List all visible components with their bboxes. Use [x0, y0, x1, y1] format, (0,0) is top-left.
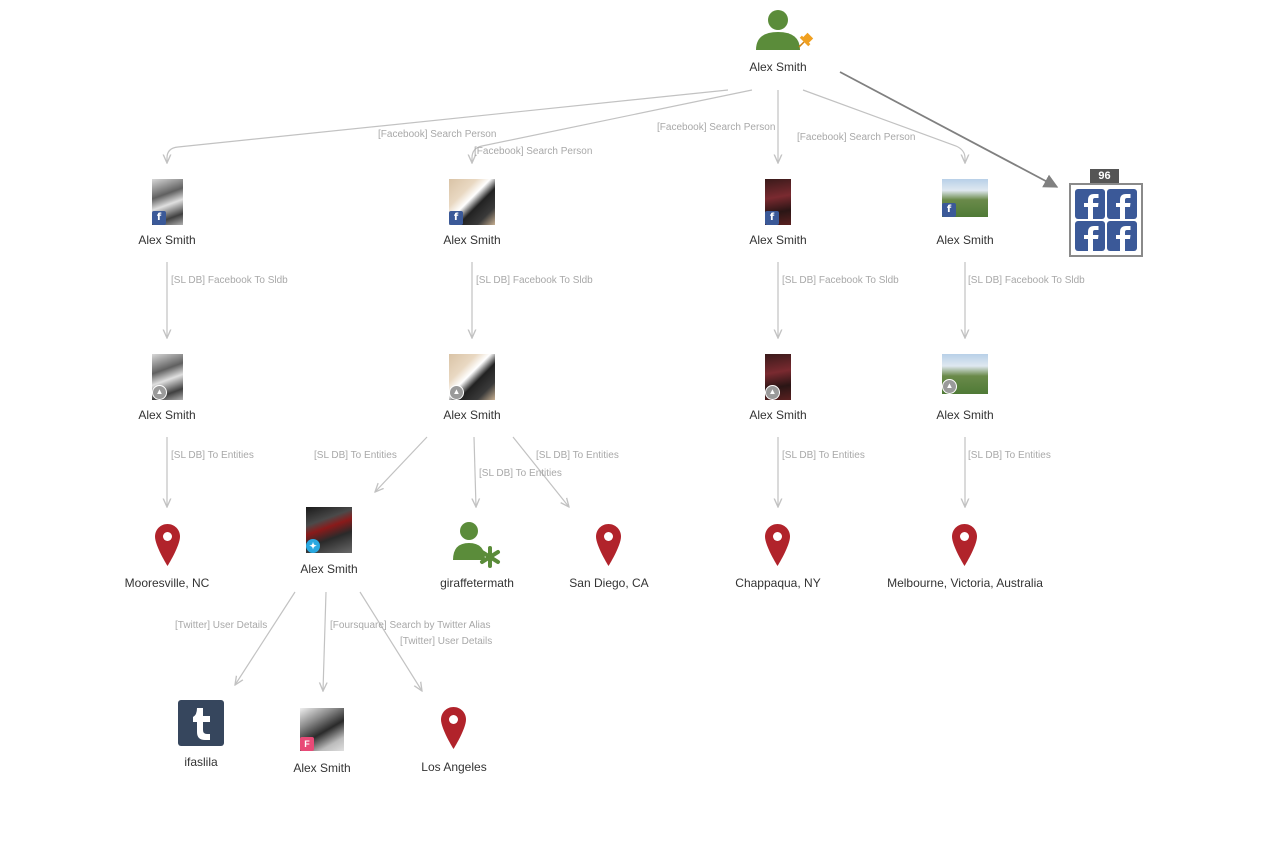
edge-tw1-fsq: [323, 591, 326, 691]
node-location-mooresville[interactable]: [155, 524, 180, 566]
node-db1-label: Alex Smith: [138, 408, 196, 422]
facebook-group-icon: [1075, 189, 1137, 251]
edge-root-fb4: [802, 89, 965, 163]
tumblr-icon: [193, 708, 210, 740]
node-db2-label: Alex Smith: [443, 408, 501, 422]
node-tumblr-label: ifaslila: [184, 755, 218, 769]
node-db3-label: Alex Smith: [749, 408, 807, 422]
node-db4-photo[interactable]: ▲: [942, 354, 988, 394]
edge-label-entities: [SL DB] To Entities: [968, 450, 1051, 461]
node-sandiego-label: San Diego, CA: [569, 576, 649, 590]
node-fb2-label: Alex Smith: [443, 233, 501, 247]
edge-tw1-tumblr: [235, 591, 296, 685]
edge-label-fb-search: [Facebook] Search Person: [474, 146, 593, 157]
edge-root-fb1: [167, 89, 729, 163]
person-pinned-icon: [756, 10, 814, 50]
edge-label-sldb: [SL DB] Facebook To Sldb: [968, 275, 1085, 286]
node-fb1-photo[interactable]: f: [152, 179, 183, 225]
sldb-badge-icon: ▲: [152, 385, 167, 400]
sldb-badge-icon: ▲: [765, 385, 780, 400]
location-pin-icon: [952, 524, 977, 566]
facebook-badge-icon: f: [942, 203, 956, 217]
edge-label-entities: [SL DB] To Entities: [171, 450, 254, 461]
person-alias-icon: [453, 522, 500, 568]
facebook-badge-icon: f: [449, 211, 463, 225]
node-fb3-photo[interactable]: f: [765, 179, 791, 225]
edge-root-fbgroup: [839, 71, 1059, 188]
edge-label-entities: [SL DB] To Entities: [314, 450, 397, 461]
node-chappaqua-label: Chappaqua, NY: [735, 576, 821, 590]
edge-label-entities: [SL DB] To Entities: [782, 450, 865, 461]
node-fsq-photo[interactable]: F: [300, 708, 344, 751]
location-pin-icon: [765, 524, 790, 566]
facebook-badge-icon: f: [152, 211, 166, 225]
node-alias-person[interactable]: [452, 520, 502, 568]
edge-label-foursquare-search: [Foursquare] Search by Twitter Alias: [330, 620, 491, 631]
twitter-badge-icon: ✦: [306, 539, 320, 553]
location-pin-icon: [596, 524, 621, 566]
node-fb4-photo[interactable]: f: [942, 179, 988, 217]
edge-label-sldb: [SL DB] Facebook To Sldb: [171, 275, 288, 286]
node-db2-photo[interactable]: ▲: [449, 354, 495, 400]
edge-label-sldb: [SL DB] Facebook To Sldb: [782, 275, 899, 286]
node-mooresville-label: Mooresville, NC: [124, 576, 210, 590]
edge-label-twitter-details: [Twitter] User Details: [400, 636, 493, 647]
node-fb3-label: Alex Smith: [749, 233, 807, 247]
node-tw1-label: Alex Smith: [300, 562, 358, 576]
edge-root-fb2: [472, 89, 753, 163]
location-pin-icon: [155, 524, 180, 566]
edge-label-fb-search: [Facebook] Search Person: [378, 129, 497, 140]
node-fb2-photo[interactable]: f: [449, 179, 495, 225]
edge-db2-alias: [474, 436, 476, 507]
node-fb1-label: Alex Smith: [138, 233, 196, 247]
edge-label-twitter-details: [Twitter] User Details: [175, 620, 268, 631]
edge-tw1-la: [359, 591, 422, 691]
node-db3-photo[interactable]: ▲: [765, 354, 791, 400]
location-pin-icon: [441, 707, 466, 749]
node-location-melbourne[interactable]: [952, 524, 977, 566]
node-root-label: Alex Smith: [749, 60, 807, 74]
count-badge: 96: [1090, 169, 1119, 184]
node-location-chappaqua[interactable]: [765, 524, 790, 566]
edge-label-fb-search: [Facebook] Search Person: [657, 122, 776, 133]
edge-label-sldb: [SL DB] Facebook To Sldb: [476, 275, 593, 286]
node-la-label: Los Angeles: [421, 760, 487, 774]
node-location-sandiego[interactable]: [596, 524, 621, 566]
edge-label-entities: [SL DB] To Entities: [479, 468, 562, 479]
node-root-person[interactable]: [752, 6, 818, 54]
node-tumblr[interactable]: [178, 700, 224, 746]
node-db4-label: Alex Smith: [936, 408, 994, 422]
foursquare-badge-icon: F: [300, 737, 314, 751]
edge-db2-tw1: [375, 436, 428, 492]
facebook-badge-icon: f: [765, 211, 779, 225]
edge-db2-sandiego: [512, 436, 569, 507]
node-melbourne-label: Melbourne, Victoria, Australia: [887, 576, 1043, 590]
sldb-badge-icon: ▲: [449, 385, 464, 400]
edge-label-entities: [SL DB] To Entities: [536, 450, 619, 461]
node-fb4-label: Alex Smith: [936, 233, 994, 247]
node-location-la[interactable]: [441, 707, 466, 749]
edge-label-fb-search: [Facebook] Search Person: [797, 132, 916, 143]
node-fsq-label: Alex Smith: [293, 761, 351, 775]
sldb-badge-icon: ▲: [942, 379, 957, 394]
node-alias-label: giraffetermath: [440, 576, 514, 590]
node-tw1-photo[interactable]: ✦: [306, 507, 352, 553]
node-db1-photo[interactable]: ▲: [152, 354, 183, 400]
node-facebook-group[interactable]: [1069, 183, 1143, 257]
